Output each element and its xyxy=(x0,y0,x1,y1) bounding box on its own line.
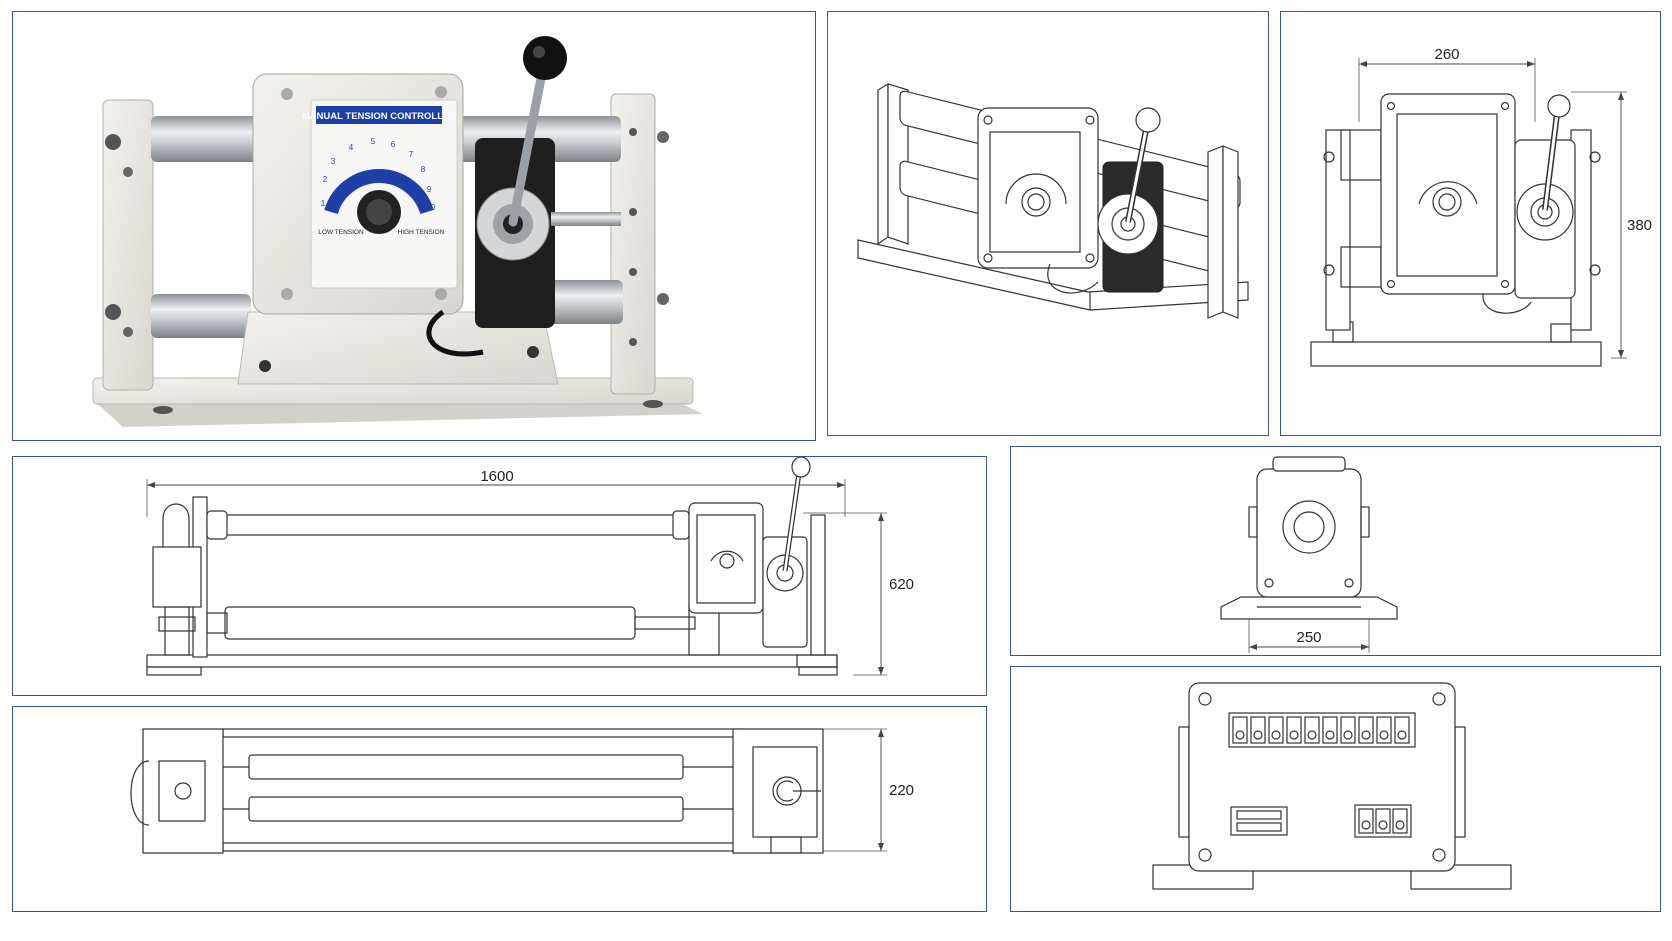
dial-number-5: 5 xyxy=(371,137,376,146)
dial-number-1: 1 xyxy=(321,199,326,208)
dim-side-length: 1600 xyxy=(480,468,513,485)
high-tension-label: HIGH TENSION xyxy=(398,229,445,236)
dim-side-height: 620 xyxy=(889,576,914,593)
dim-front-height: 380 xyxy=(1627,217,1652,234)
isometric-line-drawing xyxy=(857,82,1249,319)
end-view-panel: 250 xyxy=(1010,446,1661,656)
dial-number-8: 8 xyxy=(421,165,426,174)
photo-label: MANUAL TENSION CONTROLLER xyxy=(302,111,457,122)
dim-front-width: 260 xyxy=(1434,46,1459,63)
side-elevation-panel: 1600 620 xyxy=(12,456,987,696)
dial-number-2: 2 xyxy=(323,175,328,184)
front-view-panel: 260 380 xyxy=(1280,11,1661,436)
terminal-strip xyxy=(1232,716,1410,744)
dial-number-6: 6 xyxy=(391,140,396,149)
dial-number-7: 7 xyxy=(409,150,414,159)
display-window xyxy=(1230,806,1288,836)
top-view-drawing: 220 xyxy=(130,728,914,854)
low-tension-label: LOW TENSION xyxy=(318,229,364,236)
dial-number-9: 9 xyxy=(427,185,432,194)
dial-number-0: 0 xyxy=(431,203,436,212)
dial-number-3: 3 xyxy=(331,157,336,166)
photo-panel: MANUAL TENSION CONTROLLER 1 2 3 4 5 6 7 … xyxy=(12,11,816,441)
tension-controller-render: MANUAL TENSION CONTROLLER 1 2 3 4 5 6 7 … xyxy=(92,36,703,427)
end-view-drawing: 250 xyxy=(1220,456,1398,653)
isometric-drawing-panel xyxy=(827,11,1269,436)
dial-number-4: 4 xyxy=(349,143,354,152)
side-elevation-drawing: 1600 620 xyxy=(146,457,914,676)
top-view-panel: 220 xyxy=(12,706,987,912)
dim-top-depth: 220 xyxy=(889,782,914,799)
terminal-box-panel xyxy=(1010,666,1661,912)
dim-end-width: 250 xyxy=(1296,629,1321,646)
terminal-box-drawing xyxy=(1152,682,1512,890)
front-view-drawing: 260 380 xyxy=(1310,46,1652,367)
